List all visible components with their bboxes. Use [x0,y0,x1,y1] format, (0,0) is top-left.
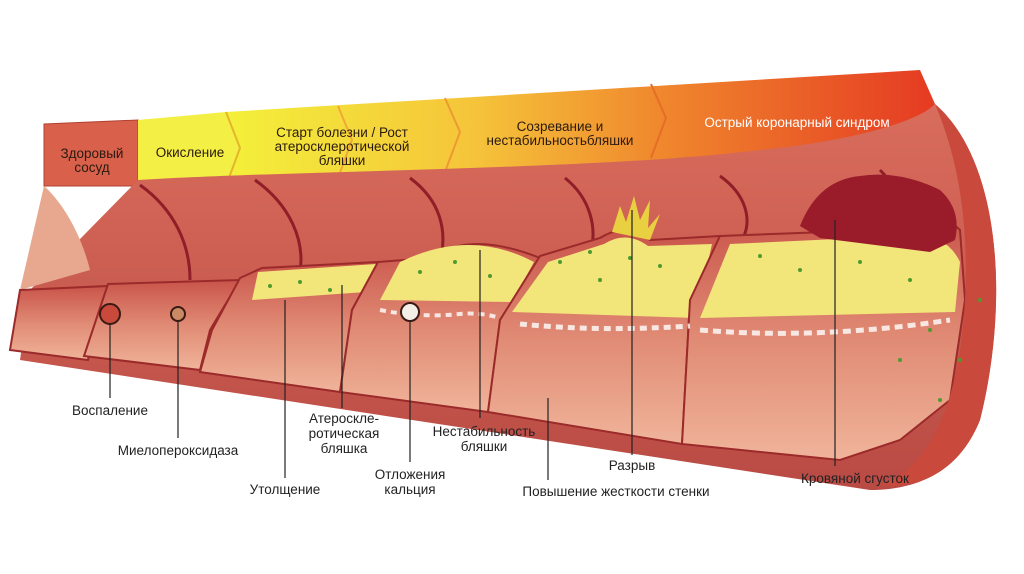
label-myeloperoxidase: Миелопероксидаза [98,443,258,458]
label-stiffness: Повышение жесткости стенки [486,484,746,499]
stage-maturation-label: Созревание и нестабильностьбляшки [470,120,650,148]
label-plaque: Атероскле- ротическая бляшка [296,411,392,456]
label-inflammation: Воспаление [48,403,172,418]
label-clot: Кровяной сгусток [780,471,930,486]
stage-start-label: Старт болезни / Рост атеросклеротической… [258,126,426,168]
label-thickening: Утолщение [230,482,340,497]
stage-acute-label: Острый коронарный синдром [672,116,922,130]
label-rupture: Разрыв [596,458,668,473]
label-calcium: Отложения кальция [360,467,460,497]
stage-healthy-label: Здоровый сосуд [50,147,134,175]
stage-oxidation-label: Окисление [142,146,238,160]
label-instability: Нестабильность бляшки [418,424,550,454]
